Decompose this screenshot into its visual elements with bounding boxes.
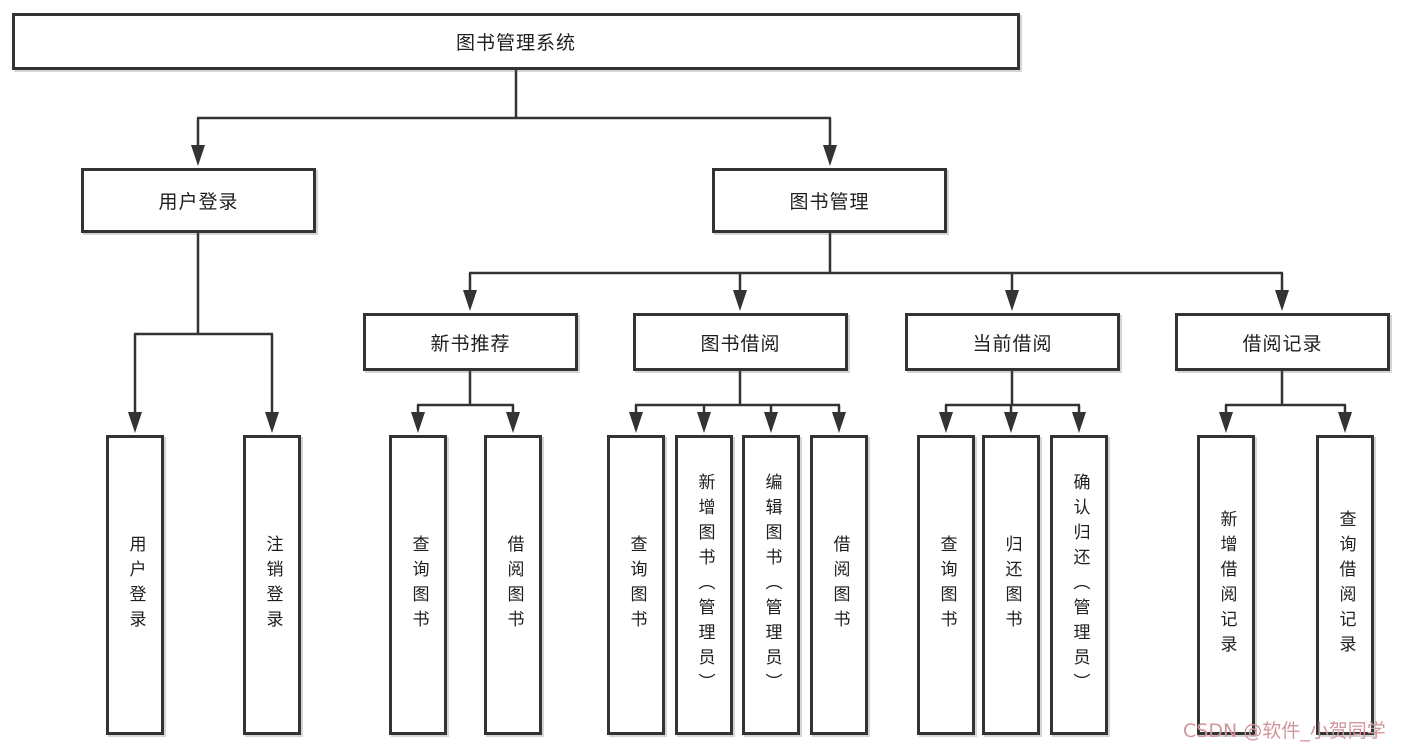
leaf-bb-query-books: 查询图书 <box>607 435 665 735</box>
leaf-bb-edit-books-admin-label: 编辑图书（管理员） <box>761 472 782 698</box>
leaf-nb-borrow-books: 借阅图书 <box>484 435 542 735</box>
node-user-login-label: 用户登录 <box>158 191 239 213</box>
node-book-management: 图书管理 <box>712 168 947 233</box>
node-borrow-records-label: 借阅记录 <box>1242 332 1323 355</box>
leaf-nb-borrow-books-label: 借阅图书 <box>503 535 524 635</box>
node-new-book-recommend: 新书推荐 <box>363 313 578 371</box>
node-user-login: 用户登录 <box>81 168 316 233</box>
leaf-br-add-record-label: 新增借阅记录 <box>1216 510 1237 660</box>
leaf-br-add-record: 新增借阅记录 <box>1197 435 1255 735</box>
leaf-br-query-record-label: 查询借阅记录 <box>1335 510 1356 660</box>
node-library-system-label: 图书管理系统 <box>455 32 576 54</box>
node-book-borrow: 图书借阅 <box>633 313 848 371</box>
node-book-management-label: 图书管理 <box>789 191 870 213</box>
leaf-cb-return-books-label: 归还图书 <box>1001 535 1022 635</box>
leaf-logout: 注销登录 <box>243 435 301 735</box>
leaf-logout-label: 注销登录 <box>262 535 283 635</box>
node-library-system: 图书管理系统 <box>12 13 1020 70</box>
leaf-bb-borrow-books-label: 借阅图书 <box>829 535 850 635</box>
node-current-borrow: 当前借阅 <box>905 313 1120 371</box>
leaf-user-login: 用户登录 <box>106 435 164 735</box>
node-new-book-recommend-label: 新书推荐 <box>430 332 511 355</box>
leaf-nb-query-books-label: 查询图书 <box>408 535 429 635</box>
leaf-bb-query-books-label: 查询图书 <box>626 535 647 635</box>
leaf-cb-query-books-label: 查询图书 <box>936 535 957 635</box>
leaf-br-query-record: 查询借阅记录 <box>1316 435 1374 735</box>
leaf-bb-borrow-books: 借阅图书 <box>810 435 868 735</box>
leaf-bb-add-books-admin-label: 新增图书（管理员） <box>694 472 715 698</box>
leaf-bb-edit-books-admin: 编辑图书（管理员） <box>742 435 800 735</box>
node-current-borrow-label: 当前借阅 <box>972 332 1053 355</box>
leaf-bb-add-books-admin: 新增图书（管理员） <box>675 435 733 735</box>
leaf-nb-query-books: 查询图书 <box>389 435 447 735</box>
leaf-cb-return-books: 归还图书 <box>982 435 1040 735</box>
leaf-cb-query-books: 查询图书 <box>917 435 975 735</box>
leaf-cb-confirm-return-admin: 确认归还（管理员） <box>1050 435 1108 735</box>
leaf-user-login-label: 用户登录 <box>125 535 146 635</box>
leaf-cb-confirm-return-admin-label: 确认归还（管理员） <box>1069 472 1090 698</box>
node-borrow-records: 借阅记录 <box>1175 313 1390 371</box>
node-book-borrow-label: 图书借阅 <box>700 332 781 355</box>
csdn-watermark: CSDN @软件_小贺同学 <box>1183 720 1386 742</box>
